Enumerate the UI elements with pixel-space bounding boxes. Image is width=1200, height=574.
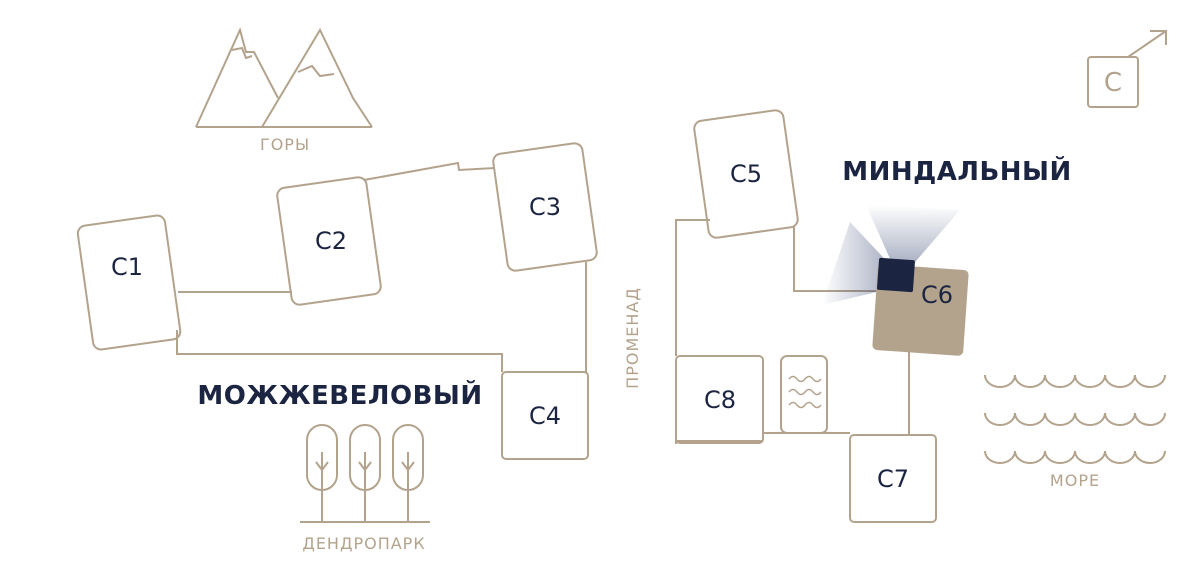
building-c7[interactable]: С7 xyxy=(849,434,937,523)
building-c6[interactable]: С6 xyxy=(872,257,969,356)
building-c4[interactable]: С4 xyxy=(501,371,589,460)
building-c1[interactable]: С1 xyxy=(76,214,182,351)
left-connectors xyxy=(176,161,587,373)
building-c2-label: С2 xyxy=(315,227,347,255)
building-c1-label: С1 xyxy=(111,253,143,281)
waves-icon xyxy=(984,374,1166,464)
zone-mindalny: МИНДАЛЬНЫЙ xyxy=(842,155,1072,187)
compass-box xyxy=(1087,56,1139,108)
compass: С xyxy=(1087,30,1167,108)
zone-mozhzhevelovy: МОЖЖЕВЕЛОВЫЙ xyxy=(197,379,482,411)
building-c4-label: С4 xyxy=(529,402,561,430)
mountains-label: ГОРЫ xyxy=(260,135,310,154)
building-c5[interactable]: С5 xyxy=(693,109,799,239)
building-c6-marker xyxy=(877,257,915,293)
mountains-icon xyxy=(195,27,373,128)
north-arrow-icon xyxy=(1127,30,1167,58)
promenade-label: ПРОМЕНАД xyxy=(623,287,642,389)
dendropark-label: ДЕНДРОПАРК xyxy=(302,534,425,553)
pool-icon xyxy=(780,355,828,434)
building-c3-label: С3 xyxy=(529,193,561,221)
building-c5-label: С5 xyxy=(730,160,762,188)
building-c8-label: С8 xyxy=(704,386,736,414)
building-c6-label: С6 xyxy=(921,281,953,309)
building-c3[interactable]: С3 xyxy=(492,142,598,272)
building-c2[interactable]: С2 xyxy=(276,176,382,306)
building-c8[interactable]: С8 xyxy=(675,355,764,444)
compass-label: С xyxy=(1104,68,1122,98)
trees-icon xyxy=(300,424,430,523)
building-c7-label: С7 xyxy=(877,465,909,493)
sea-label: МОРЕ xyxy=(1050,471,1100,490)
